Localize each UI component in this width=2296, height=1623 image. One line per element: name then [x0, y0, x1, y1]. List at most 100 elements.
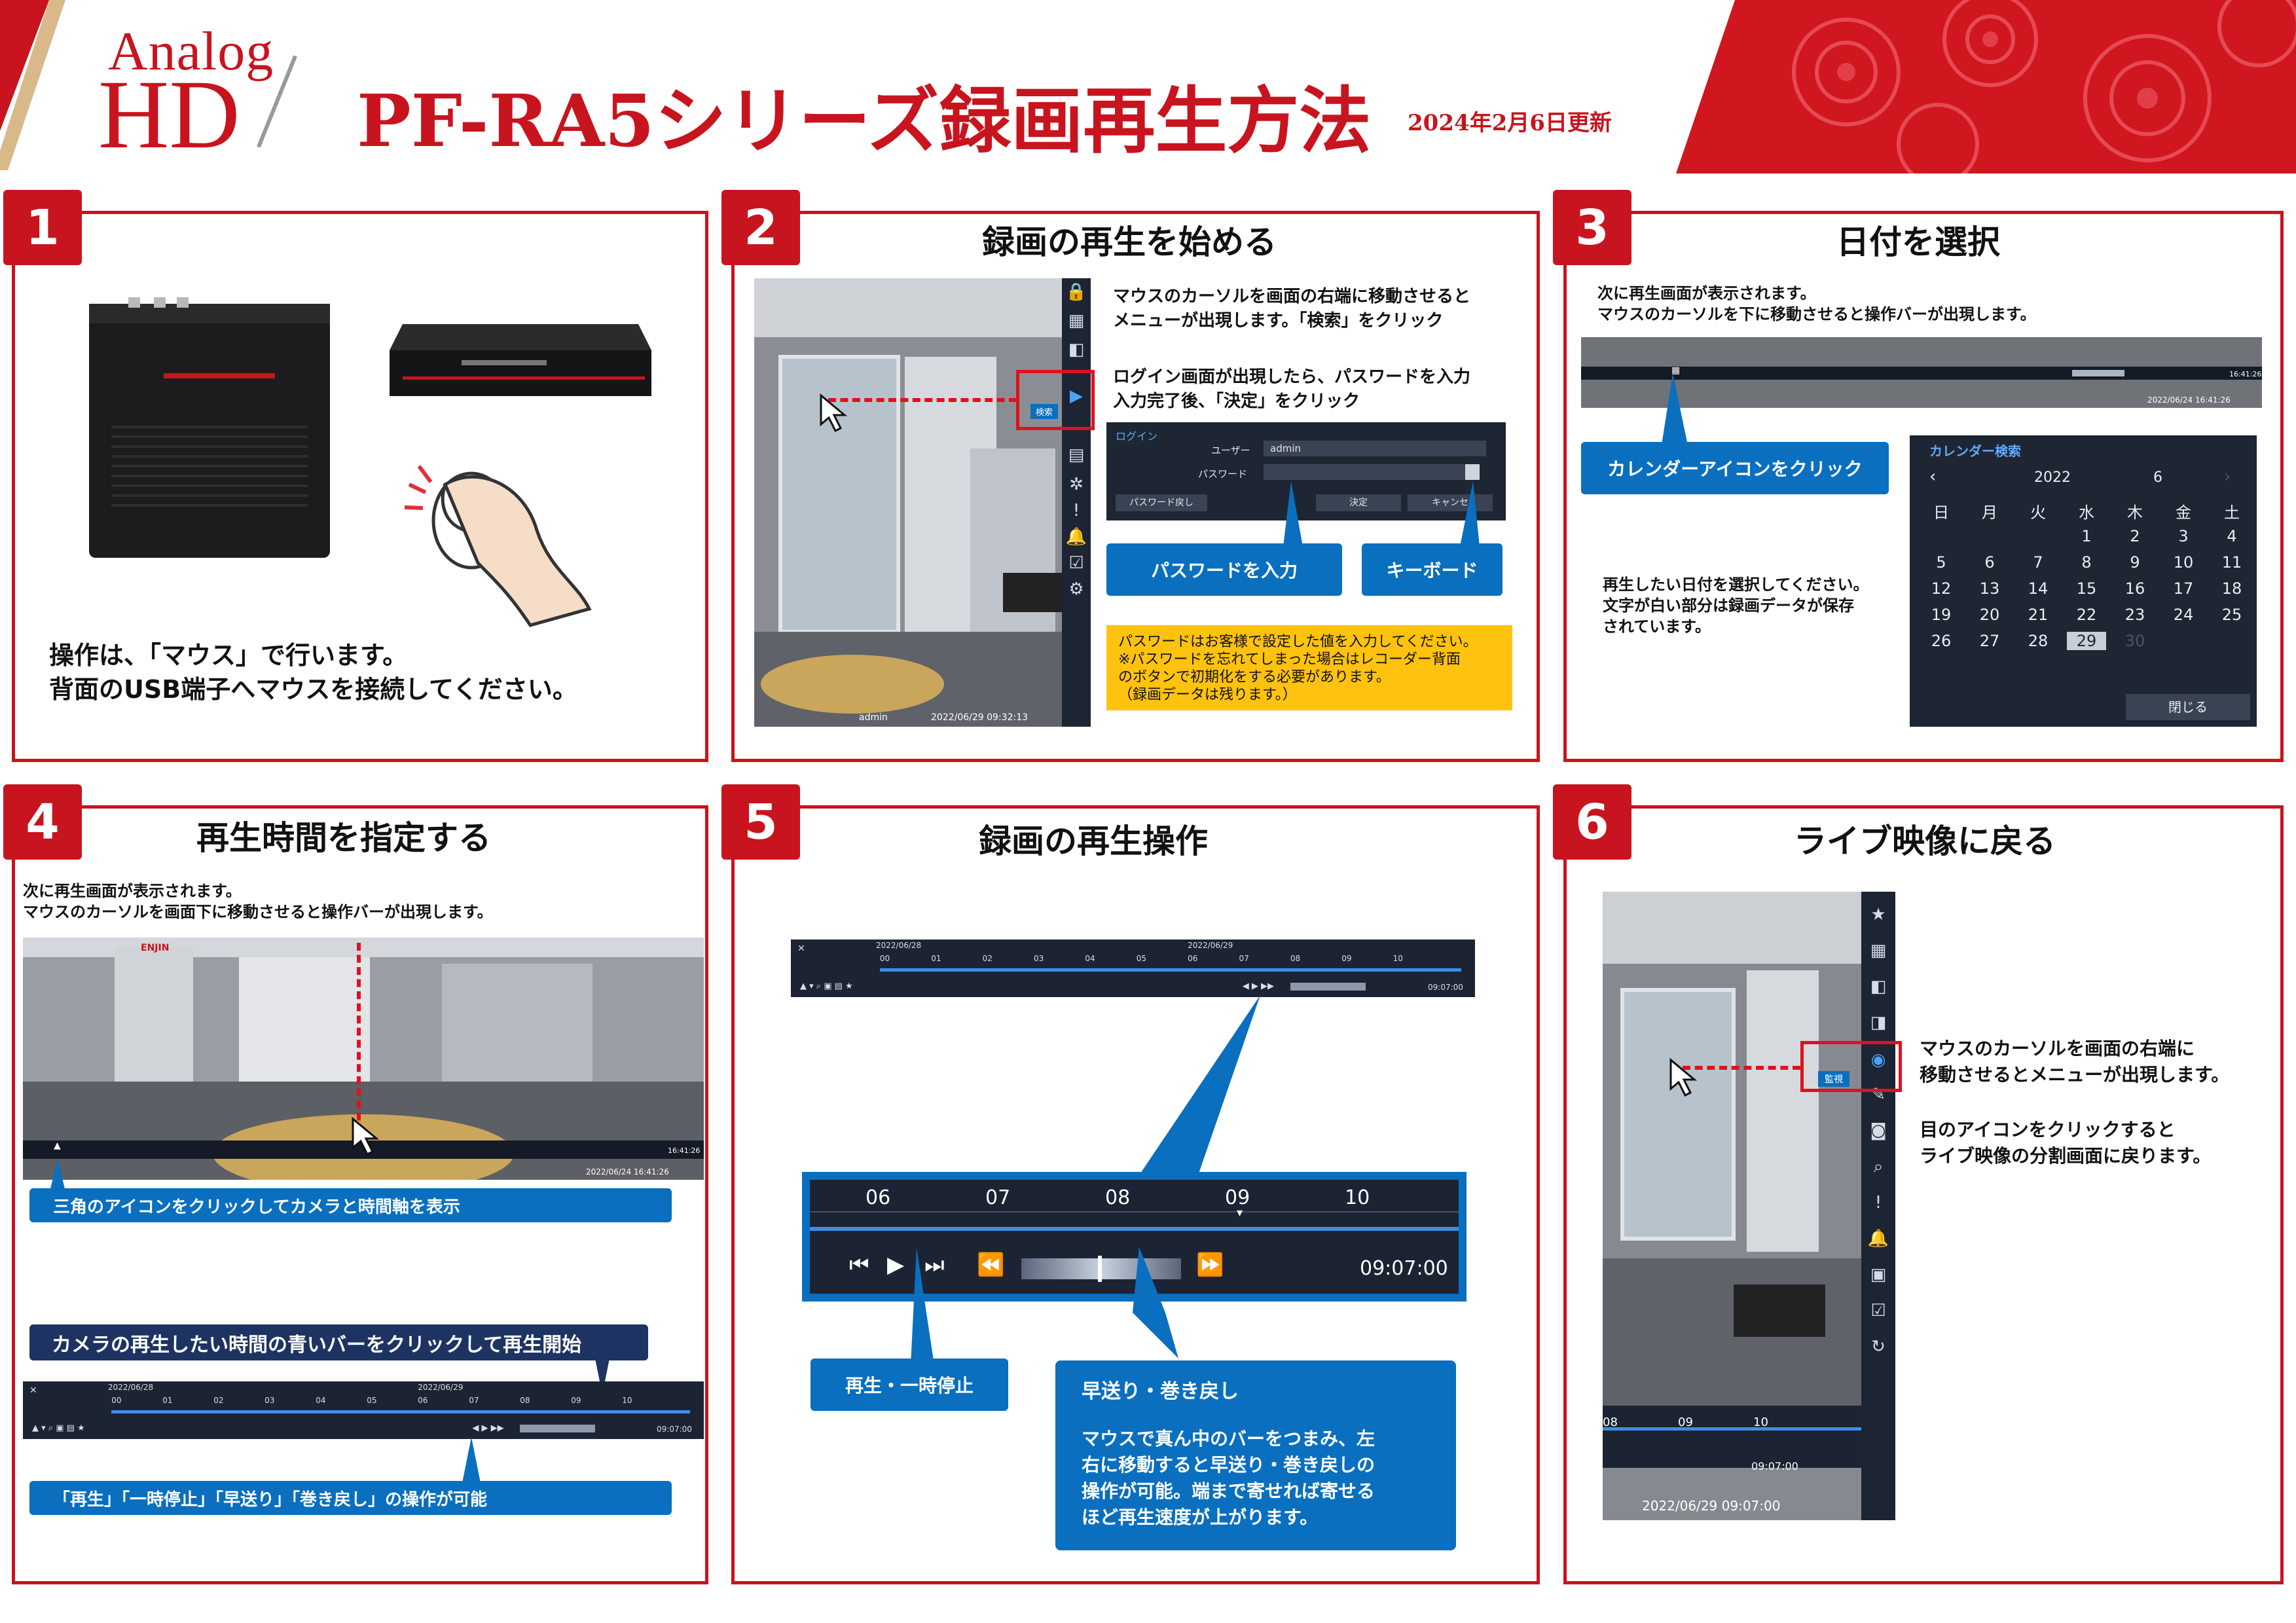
calendar-day[interactable]: 27 — [1979, 632, 2000, 650]
alert-icon[interactable]: ! — [1874, 1193, 1882, 1213]
calendar-day[interactable]: 1 — [2081, 527, 2092, 545]
panel-5-pointers — [910, 1247, 1178, 1378]
timeline-controls[interactable]: ▲ ▾ ⌕ ▣ ▤ ★ — [32, 1423, 85, 1433]
calendar-day[interactable]: 15 — [2076, 579, 2097, 598]
timeline-track[interactable] — [879, 968, 1462, 972]
search-tag[interactable]: 検索 — [1030, 404, 1059, 419]
star-icon[interactable]: ★ — [1870, 905, 1886, 924]
tag-icon[interactable]: ◧ — [1870, 977, 1887, 996]
check-icon[interactable]: ☑ — [1870, 1301, 1886, 1321]
fast-forward-icon[interactable]: ⏩ — [1196, 1252, 1224, 1278]
check-icon[interactable]: ☑ — [1068, 553, 1084, 573]
panel-6-title: ライブ映像に戻る — [1794, 822, 2056, 860]
calendar-day[interactable]: 4 — [2227, 527, 2237, 545]
calendar-day[interactable]: 23 — [2124, 606, 2145, 624]
calendar-day[interactable]: 20 — [1979, 606, 2000, 624]
live-tag[interactable]: 監視 — [1818, 1071, 1850, 1087]
timeline-date-start: 2022/06/28 — [876, 941, 922, 950]
room-sign: ENJIN — [141, 943, 169, 953]
calendar-day[interactable]: 9 — [2130, 553, 2140, 572]
calendar-icon[interactable]: ▦ — [1671, 365, 1681, 376]
playback-controls[interactable]: ◀ ▶ ▶▶ — [1242, 981, 1274, 991]
rewind-icon[interactable]: ⏪ — [977, 1252, 1005, 1278]
next-frame-icon[interactable]: ⏭ — [924, 1252, 945, 1278]
calendar-day[interactable]: 10 — [2173, 553, 2194, 572]
timeline-hour: 05 — [367, 1396, 377, 1405]
calendar-day[interactable]: 8 — [2081, 553, 2092, 572]
play-pause-icon[interactable]: ▶ — [887, 1252, 905, 1278]
forgot-password-button[interactable]: パスワード戻し — [1116, 494, 1207, 511]
settings-icon[interactable]: ⚙ — [1068, 579, 1084, 599]
playback-controls[interactable]: ◀ ▶ ▶▶ — [472, 1423, 504, 1433]
zoom-timeline-track[interactable] — [810, 1227, 1459, 1231]
calendar-day[interactable]: 30 — [2124, 632, 2145, 650]
panel-4-pointer-3 — [462, 1437, 481, 1483]
calendar-day[interactable]: 13 — [1979, 579, 2000, 598]
zoom-time: 09:07:00 — [1360, 1257, 1448, 1280]
calendar-day[interactable]: 3 — [2178, 527, 2189, 545]
network-icon[interactable]: ✲ — [1069, 475, 1084, 494]
export-icon[interactable]: ◨ — [1870, 1013, 1887, 1032]
calendar-close-button[interactable]: 閉じる — [2126, 694, 2250, 720]
calendar-day[interactable]: 22 — [2076, 606, 2097, 624]
calendar-day[interactable]: 2 — [2130, 527, 2140, 545]
timeline-controls[interactable]: ▲ ▾ ⌕ ▣ ▤ ★ — [800, 981, 853, 991]
save-icon[interactable]: ▣ — [1870, 1265, 1887, 1285]
calendar-day[interactable]: 11 — [2221, 553, 2242, 572]
calendar-weekday: 木 — [2127, 503, 2143, 522]
calendar-day[interactable]: 17 — [2173, 579, 2194, 598]
disk-icon[interactable]: ▤ — [1068, 445, 1085, 465]
speed-slider-mini[interactable] — [1290, 983, 1366, 991]
panel-3-pointer — [1662, 373, 1688, 445]
tag-icon[interactable]: ◧ — [1068, 340, 1085, 359]
prev-frame-icon[interactable]: ⏮ — [849, 1252, 869, 1278]
calendar-day[interactable]: 18 — [2221, 579, 2242, 598]
refresh-icon[interactable]: ↻ — [1871, 1337, 1886, 1357]
calendar-day[interactable]: 7 — [2033, 553, 2043, 572]
page-title: PF-RA5シリーズ録画再生方法 — [357, 79, 1372, 163]
timeline-track[interactable] — [111, 1410, 691, 1413]
bell-icon[interactable]: 🔔 — [1065, 527, 1087, 547]
login-cancel-button[interactable]: キャンセ — [1408, 494, 1493, 511]
keyboard-button-icon[interactable] — [1465, 464, 1480, 480]
calendar-day[interactable]: 26 — [1931, 632, 1952, 650]
login-ok-button[interactable]: 決定 — [1316, 494, 1401, 511]
lock-icon[interactable]: 🔒 — [1065, 282, 1087, 302]
calendar-day[interactable]: 21 — [2028, 606, 2049, 624]
calendar-day[interactable]: 28 — [2028, 632, 2049, 650]
calendar-day[interactable]: 12 — [1931, 579, 1952, 598]
calendar-day[interactable]: 6 — [1984, 553, 1995, 572]
search-menu-highlight — [1016, 370, 1095, 430]
close-icon[interactable]: ✕ — [29, 1385, 37, 1396]
next-month-button[interactable]: › — [2224, 467, 2231, 486]
cursor-arrow-icon — [820, 393, 848, 432]
panel-4-title: 再生時間を指定する — [196, 819, 491, 857]
speed-slider-mini[interactable] — [520, 1425, 595, 1432]
play-icon[interactable]: ▶ — [1070, 386, 1083, 406]
recorder-front-image — [89, 297, 330, 558]
triangle-icon[interactable]: ▲ — [54, 1140, 61, 1151]
timeline-date-start: 2022/06/28 — [108, 1383, 154, 1392]
calendar-day[interactable]: 25 — [2221, 606, 2242, 624]
calendar-day[interactable]: 14 — [2028, 579, 2049, 598]
search-icon[interactable]: ⌕ — [1873, 1157, 1884, 1176]
speed-slider-handle[interactable] — [1098, 1256, 1102, 1282]
bell-icon[interactable]: 🔔 — [1867, 1229, 1889, 1249]
calendar-day[interactable]: 19 — [1931, 606, 1952, 624]
prev-month-button[interactable]: ‹ — [1929, 467, 1937, 486]
alert-icon[interactable]: ! — [1072, 501, 1080, 520]
calendar-day[interactable]: 29 — [2067, 632, 2106, 650]
password-input[interactable] — [1264, 464, 1480, 480]
eye-icon[interactable]: ◉ — [1870, 1050, 1886, 1070]
calendar-day[interactable]: 16 — [2124, 579, 2145, 598]
grid-icon[interactable]: ▦ — [1870, 941, 1887, 960]
osd-time-2: 2022/06/24 16:41:26 — [2147, 395, 2231, 405]
timeline-hour: 09 — [571, 1396, 581, 1405]
user-select[interactable]: admin — [1264, 441, 1486, 456]
calendar-day[interactable]: 24 — [2173, 606, 2194, 624]
disk-icon[interactable]: ◙ — [1870, 1121, 1887, 1140]
close-icon[interactable]: ✕ — [797, 943, 805, 954]
panel-1-text: 操作は、「マウス」で行います。 背面のUSB端子へマウスを接続してください。 — [49, 641, 577, 704]
grid-icon[interactable]: ▦ — [1068, 311, 1085, 331]
calendar-day[interactable]: 5 — [1936, 553, 1946, 572]
